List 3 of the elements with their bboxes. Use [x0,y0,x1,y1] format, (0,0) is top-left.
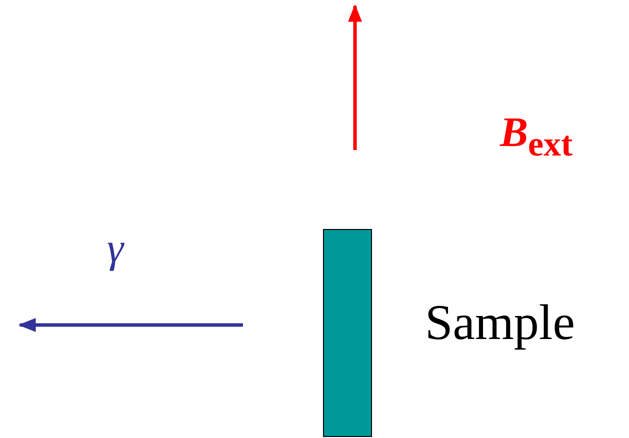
photon-label: γ [107,228,124,270]
sample-block [323,229,372,437]
field-label: B$_{ext}$ [500,112,573,162]
